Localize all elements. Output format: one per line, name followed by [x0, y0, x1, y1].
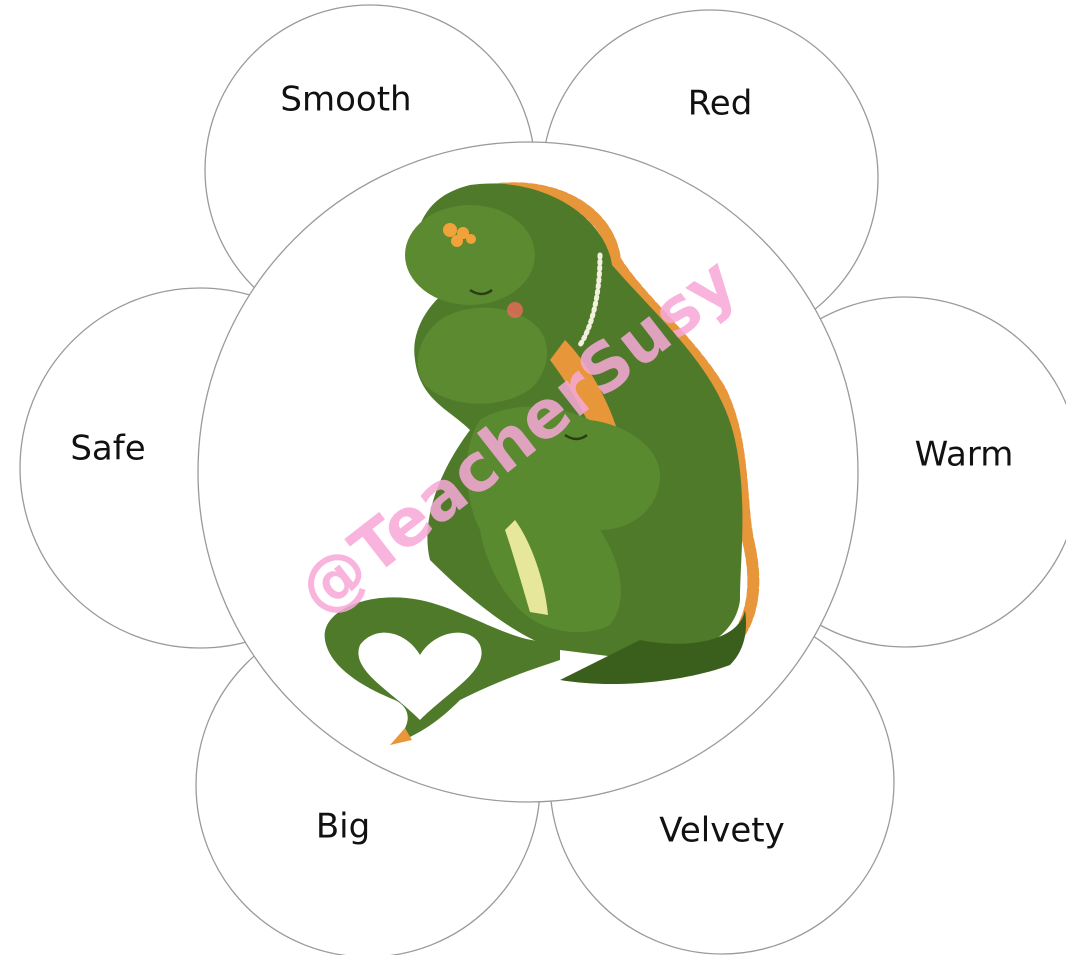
mother-blush: [507, 302, 523, 318]
petal-label-red: Red: [688, 84, 753, 124]
petal-label-velvety: Velvety: [659, 811, 784, 851]
petal-label-warm: Warm: [915, 435, 1014, 475]
petal-label-smooth: Smooth: [280, 80, 411, 120]
petal-label-big: Big: [316, 807, 370, 847]
petal-label-safe: Safe: [70, 429, 145, 469]
